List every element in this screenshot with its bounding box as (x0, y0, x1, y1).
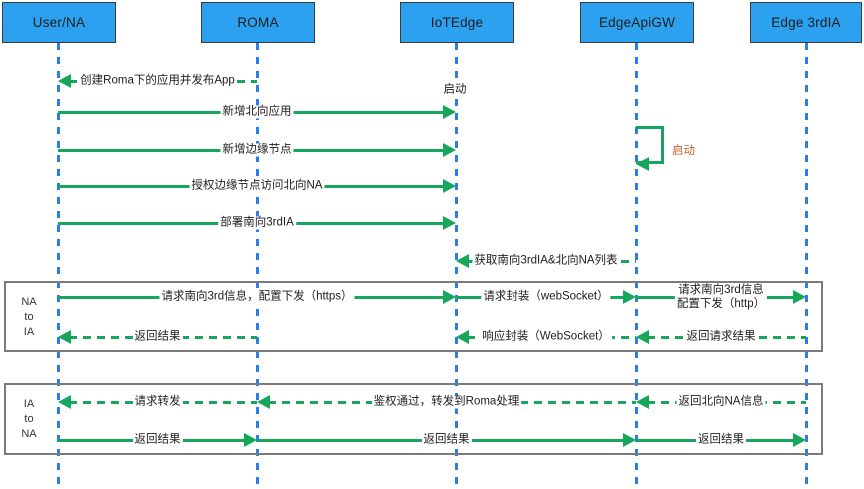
message-label: 响应封装（WebSocket） (480, 330, 612, 344)
message-label: 鉴权通过，转发到Roma处理 (371, 395, 522, 409)
lifeline-user (57, 43, 60, 487)
message-label: 新增边缘节点 (220, 143, 294, 157)
message-arrowhead (58, 74, 71, 88)
message-arrowhead (456, 254, 469, 268)
message-arrowhead (793, 433, 806, 447)
message-arrowhead (456, 330, 469, 344)
message-label: 请求南向3rd信息，配置下发（https） (159, 290, 355, 304)
message-arrowhead (793, 290, 806, 304)
actor-label: User/NA (32, 15, 86, 30)
message-label: 返回北向NA信息 (676, 395, 766, 409)
message-arrowhead (58, 330, 71, 344)
message-arrowhead (623, 290, 636, 304)
message-arrowhead (636, 395, 649, 409)
message-label: 授权边缘节点访问北向NA (189, 179, 325, 193)
message-arrowhead (636, 330, 649, 344)
message-label: 返回结果 (132, 330, 183, 344)
frame-ia-to-na (4, 383, 823, 455)
message-arrowhead (443, 143, 456, 157)
actor-label: EdgeApiGW (598, 15, 676, 30)
message-label: 请求南向3rd信息 配置下发（http） (674, 283, 768, 311)
message-label: 部署南向3rdIA (218, 216, 296, 230)
message-label: 创建Roma下的应用并发布App (78, 74, 237, 88)
start-label: 启动 (441, 83, 469, 97)
frame-label-ia-to-na: IA to NA (21, 398, 37, 440)
actor-box-edge[interactable]: Edge 3rdIA (750, 2, 862, 43)
lifeline-gw (635, 43, 638, 487)
self-loop-path (636, 126, 664, 164)
message-arrowhead (443, 290, 456, 304)
actor-box-roma[interactable]: ROMA (201, 2, 315, 43)
message-arrowhead (257, 395, 270, 409)
message-label: 返回结果 (421, 433, 472, 447)
message-arrowhead (443, 105, 456, 119)
frame-label-na-to-ia: NA to IA (21, 296, 37, 338)
frame-na-to-ia (4, 281, 823, 352)
self-loop-label: 启动 (672, 145, 695, 157)
message-arrowhead (244, 433, 257, 447)
self-loop-arrowhead (636, 157, 649, 171)
actor-box-iot[interactable]: IoTEdge (400, 2, 514, 43)
message-arrowhead (58, 395, 71, 409)
lifeline-roma (256, 43, 259, 487)
actor-box-user[interactable]: User/NA (2, 2, 116, 43)
message-label: 返回结果 (132, 433, 183, 447)
message-arrowhead (443, 179, 456, 193)
actor-label: ROMA (237, 15, 279, 30)
message-label: 新增北向应用 (220, 105, 294, 119)
message-arrowhead (443, 216, 456, 230)
message-arrowhead (623, 433, 636, 447)
message-label: 获取南向3rdIA&北向NA列表 (472, 254, 620, 268)
actor-label: Edge 3rdIA (771, 15, 841, 30)
actor-box-gw[interactable]: EdgeApiGW (580, 2, 694, 43)
message-label: 请求转发 (132, 395, 183, 409)
message-label: 返回请求结果 (684, 330, 758, 344)
actor-label: IoTEdge (430, 15, 484, 30)
lifeline-edge (805, 43, 808, 487)
message-label: 返回结果 (696, 433, 746, 447)
message-label: 请求封装（webSocket） (481, 290, 611, 304)
